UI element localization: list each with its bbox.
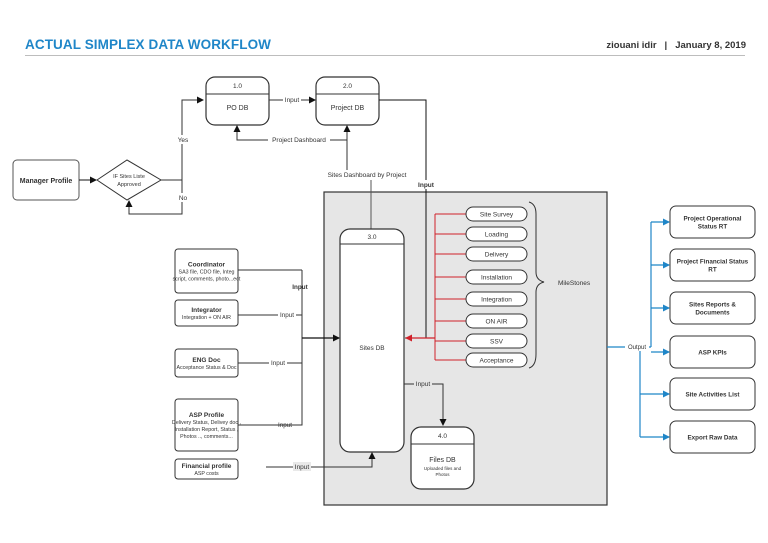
milestone-item[interactable]: Acceptance — [465, 352, 528, 368]
project-db-id: 2.0 — [343, 83, 352, 90]
financial-input-label: Input — [295, 464, 310, 471]
milestone-item[interactable]: Integration — [465, 291, 528, 307]
output-item[interactable]: ASP KPIs — [669, 335, 756, 369]
milestone-label: Acceptance — [480, 357, 514, 364]
po-db-label: PO DB — [227, 105, 249, 112]
source-title: ASP Profile — [189, 412, 225, 419]
source-detail: Delivery Status, Delivey doc , — [172, 420, 241, 426]
milestone-label: Delivery — [485, 251, 509, 258]
source-title: ENG Doc — [192, 357, 221, 364]
no-label: No — [179, 195, 188, 202]
source-detail: ASP costs — [194, 471, 219, 477]
source-detail: Photos .., comments... — [180, 434, 233, 440]
source-detail: script, comments, photo...ect — [173, 277, 241, 283]
source-detail: Acceptance Status & Doc — [176, 365, 236, 371]
decision-line1: IF Sites Liste — [113, 174, 145, 180]
milestone-item[interactable]: Installation — [465, 269, 528, 285]
source-title: Financial profile — [182, 463, 232, 470]
date: January 8, 2019 — [675, 40, 746, 51]
milestone-label: Site Survey — [480, 211, 514, 218]
header-divider — [25, 55, 745, 56]
sites-db-process[interactable]: 3.0 Sites DB — [339, 228, 405, 453]
files-db-process[interactable]: 4.0 Files DB Uploaded files and Photos — [410, 426, 475, 490]
milestone-item[interactable]: Site Survey — [465, 206, 528, 222]
sites-to-files-label: Input — [416, 381, 431, 388]
output-label-text: Project Operational — [683, 215, 741, 222]
decision-line2: Approved — [117, 182, 141, 188]
source-detail: SA3 file, CDO file, Integ — [179, 270, 235, 276]
project-to-sites-label: Input — [418, 182, 435, 189]
output-label-text: Documents — [695, 309, 730, 316]
manager-profile-label: Manager Profile — [20, 178, 73, 185]
output-label-text: Export Raw Data — [687, 434, 738, 441]
output-label-text: RT — [708, 266, 717, 273]
milestone-label: Installation — [481, 274, 512, 281]
po-db-process[interactable]: 1.0 PO DB — [205, 76, 270, 126]
source-input-label: Input — [271, 360, 285, 367]
milestone-label: ON AIR — [485, 318, 507, 325]
author: ziouani idir — [606, 40, 657, 51]
output-label-text: Site Activities List — [685, 391, 740, 398]
milestone-label: Integration — [481, 296, 512, 303]
output-label-text: Project Financial Status — [677, 258, 749, 265]
po-to-project-label: Input — [285, 97, 300, 104]
output-label-text: Status RT — [698, 223, 728, 230]
files-db-label: Files DB — [429, 457, 456, 464]
files-db-sub2: Photos — [435, 472, 450, 477]
source-title: Coordinator — [188, 262, 226, 269]
output-label-text: ASP KPIs — [698, 349, 727, 356]
sites-db-id: 3.0 — [367, 234, 376, 241]
milestones-label: MileStones — [558, 280, 591, 287]
output-label-text: Sites Reports & — [689, 301, 736, 308]
milestones-brace — [528, 201, 545, 369]
milestones-group: Site SurveyLoadingDeliveryInstallationIn… — [405, 206, 528, 368]
output-label: Output — [628, 345, 646, 351]
source-input-label: Input — [292, 284, 308, 291]
output-item[interactable]: Export Raw Data — [669, 420, 756, 454]
approval-decision: IF Sites Liste Approved — [96, 159, 162, 201]
project-db-process[interactable]: 2.0 Project DB — [315, 76, 380, 126]
source-detail: Integration + ON AIR — [182, 315, 231, 321]
milestone-item[interactable]: SSV — [465, 333, 528, 349]
po-db-id: 1.0 — [233, 83, 242, 90]
milestone-label: SSV — [490, 338, 504, 345]
milestone-item[interactable]: ON AIR — [465, 313, 528, 329]
milestone-item[interactable]: Loading — [465, 226, 528, 242]
project-dashboard-label: Project Dashboard — [272, 137, 326, 144]
output-item[interactable]: Site Activities List — [669, 377, 756, 411]
files-db-id: 4.0 — [438, 433, 447, 440]
separator: | — [664, 40, 668, 51]
source-title: Integrator — [191, 307, 222, 314]
output-item[interactable]: Sites Reports &Documents — [669, 291, 756, 325]
source-detail: Installation Report, Status , — [175, 427, 239, 433]
sites-db-label: Sites DB — [359, 345, 384, 352]
manager-profile-box[interactable]: Manager Profile — [12, 159, 80, 201]
page-title: ACTUAL SIMPLEX DATA WORKFLOW — [25, 37, 272, 52]
milestone-item[interactable]: Delivery — [465, 246, 528, 262]
header-meta: ziouani idir | January 8, 2019 — [606, 40, 746, 51]
project-db-label: Project DB — [331, 105, 365, 112]
source-input-label: Input — [280, 312, 294, 319]
sites-dashboard-label: Sites Dashboard by Project — [328, 172, 407, 179]
yes-label: Yes — [178, 137, 189, 144]
milestone-label: Loading — [485, 231, 509, 238]
files-db-sub1: Uploaded files and — [424, 466, 462, 471]
